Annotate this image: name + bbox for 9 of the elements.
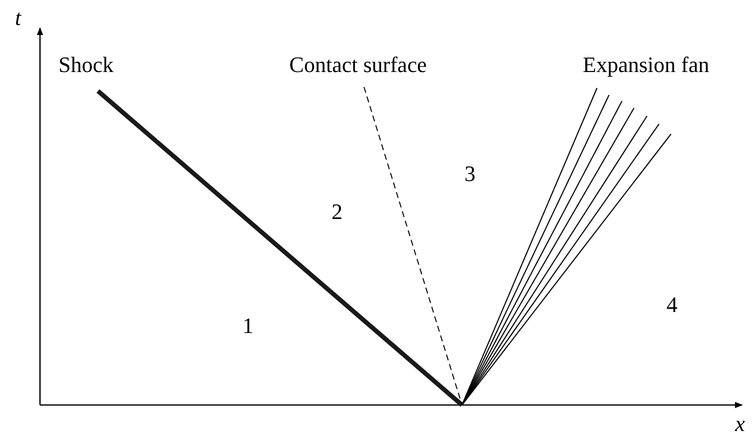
axis-label: x (735, 413, 745, 435)
wave-label: Contact surface (289, 54, 427, 76)
wave-label: Shock (58, 54, 114, 76)
region-number: 1 (242, 315, 254, 337)
region-number: 2 (332, 201, 342, 223)
region-number: 3 (464, 163, 476, 185)
region-number: 4 (666, 294, 678, 316)
axis-label: t (14, 7, 22, 29)
wave-label: Expansion fan (582, 54, 710, 76)
